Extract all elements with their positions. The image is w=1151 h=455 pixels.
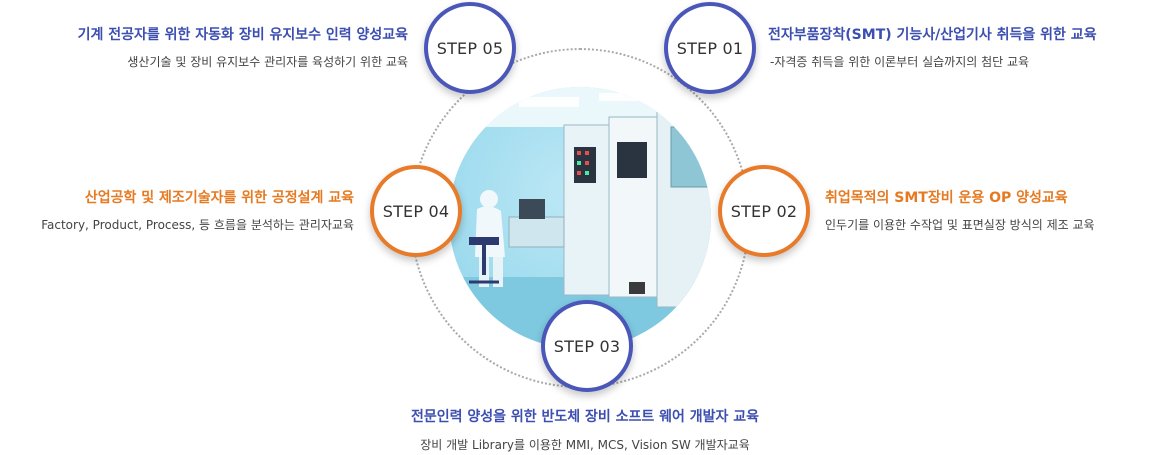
step-02-badge: STEP 02 [718,165,810,257]
step-03-badge: STEP 03 [541,300,633,392]
step-04-desc: Factory, Product, Process, 등 흐름을 분석하는 관리… [41,218,354,232]
step-03-label: STEP 03 [553,336,621,356]
step-01-badge: STEP 01 [664,2,756,94]
step-03-title: 전문인력 양성을 위한 반도체 장비 소프트 웨어 개발자 교육 [410,409,760,425]
step-05-title: 기계 전공자를 위한 자동화 장비 유지보수 인력 양성교육 [77,27,408,43]
step-02-label: STEP 02 [730,201,798,221]
step-05-desc: 생산기술 및 장비 유지보수 관리자를 육성하기 위한 교육 [127,55,408,69]
step-04-title: 산업공학 및 제조기술자를 위한 공정설계 교육 [84,190,354,206]
step-01-label: STEP 01 [676,38,744,58]
step-04-badge: STEP 04 [370,165,462,257]
step-05-badge: STEP 05 [424,2,516,94]
step-04-label: STEP 04 [382,201,450,221]
step-03-desc: 장비 개발 Library를 이용한 MMI, MCS, Vision SW 개… [420,438,750,452]
step-01-title: 전자부품장착(SMT) 기능사/산업기사 취득을 위한 교육 [768,27,1097,43]
step-01-desc: -자격증 취득을 위한 이론부터 실습까지의 첨단 교육 [770,55,1030,69]
step-05-label: STEP 05 [436,38,504,58]
step-02-title: 취업목적의 SMT장비 운용 OP 양성교육 [825,190,1068,206]
step-02-desc: 인두기를 이용한 수작업 및 표면실장 방식의 제조 교육 [825,218,1095,232]
